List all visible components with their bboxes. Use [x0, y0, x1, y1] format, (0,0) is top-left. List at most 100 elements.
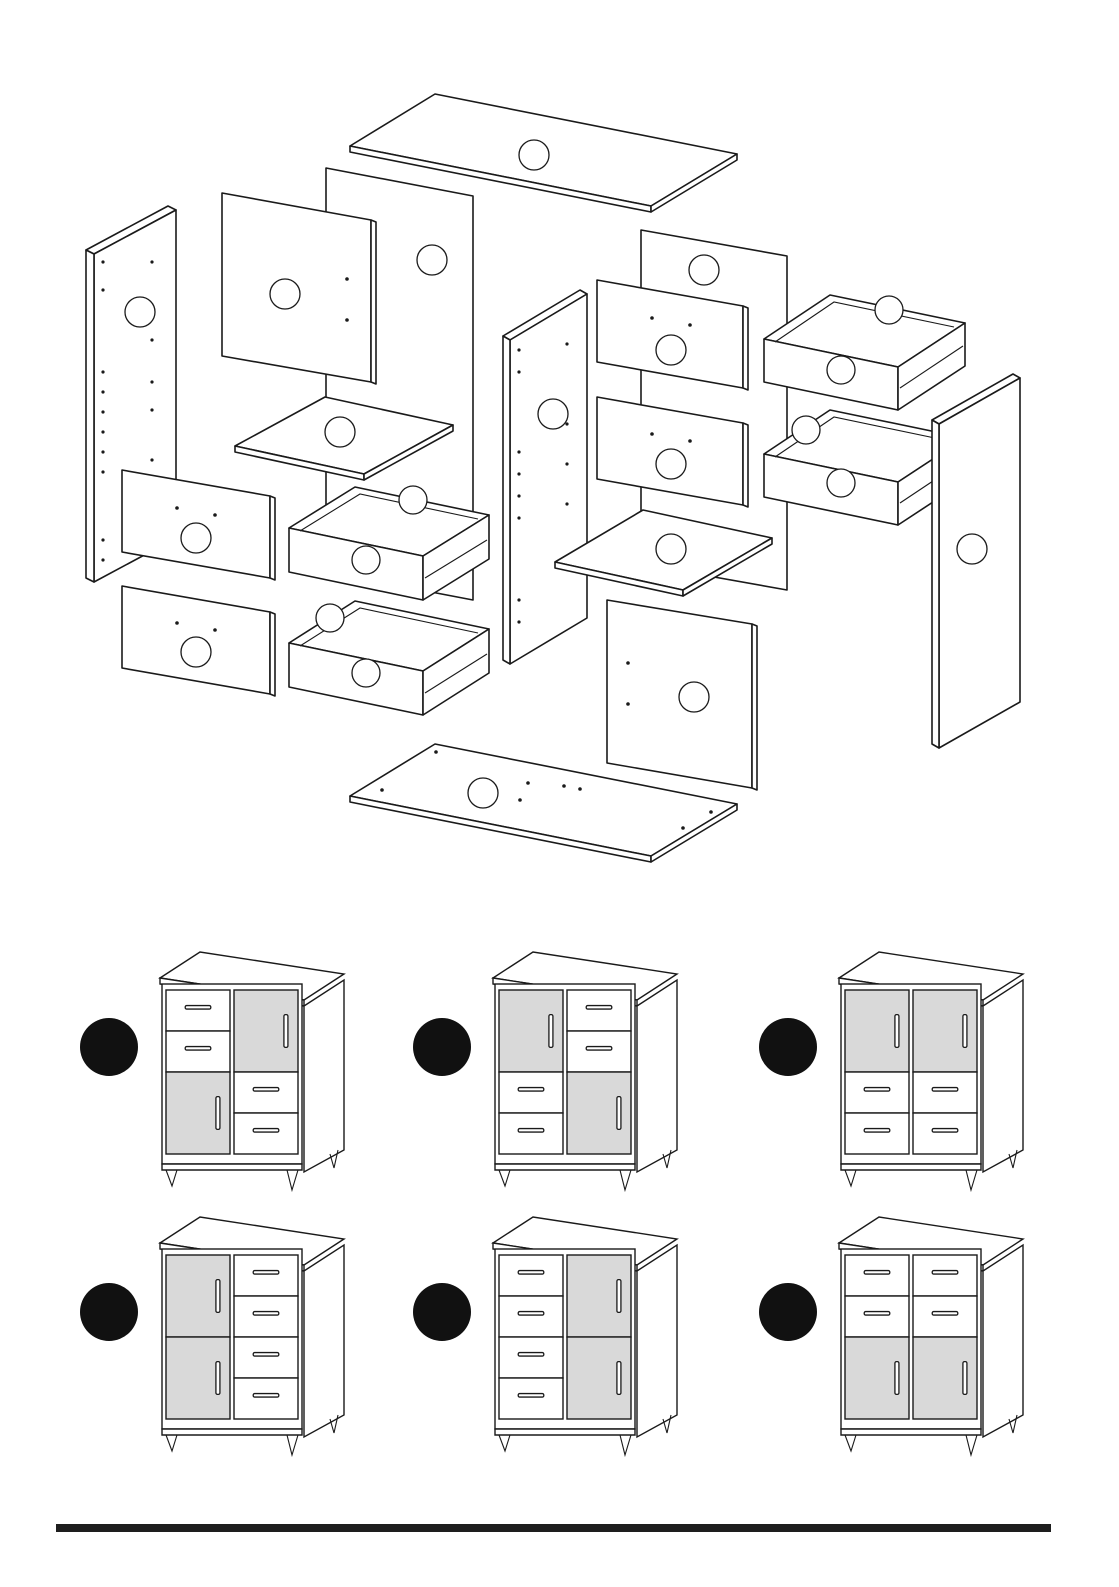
drawer-front	[234, 1255, 298, 1296]
drawer-handle	[932, 1312, 958, 1316]
drawer-front	[845, 1255, 909, 1296]
door-handle	[617, 1097, 621, 1130]
drawer-front	[499, 1255, 563, 1296]
part-number-circle	[316, 604, 344, 632]
part-number-circle	[125, 297, 155, 327]
variant-3	[759, 952, 1023, 1190]
drawer-front	[499, 1337, 563, 1378]
cabinet-icon	[160, 1217, 344, 1455]
drawer-front	[913, 1255, 977, 1296]
drawer-handle	[864, 1088, 890, 1092]
drawer-front-left-1	[122, 470, 275, 580]
drawer-handle	[253, 1129, 279, 1133]
part-number-circle	[656, 449, 686, 479]
drawer-handle	[253, 1088, 279, 1092]
part-number-circle	[679, 682, 709, 712]
drawer-front	[845, 1113, 909, 1154]
drawer-front	[166, 1031, 230, 1072]
door-handle	[617, 1280, 621, 1313]
drawer-front	[499, 1072, 563, 1113]
cabinet-icon	[839, 1217, 1023, 1455]
variant-badge	[413, 1018, 471, 1076]
part-number-circle	[875, 296, 903, 324]
part-number-circle	[181, 523, 211, 553]
drawer-handle	[586, 1006, 612, 1010]
door-handle	[617, 1362, 621, 1395]
door-lower-right	[607, 600, 757, 790]
part-number-circle	[417, 245, 447, 275]
variant-1	[80, 952, 344, 1190]
drawer-front-left-2	[122, 586, 275, 696]
variant-5	[413, 1217, 677, 1455]
drawer-handle	[185, 1047, 211, 1051]
part-number-circle	[827, 356, 855, 384]
door-handle	[216, 1097, 220, 1130]
part-number-circle	[519, 140, 549, 170]
part-number-circle	[792, 416, 820, 444]
variant-badge	[80, 1283, 138, 1341]
door-handle	[216, 1280, 220, 1313]
part-number-circle	[468, 778, 498, 808]
part-number-circle	[352, 659, 380, 687]
door-handle	[963, 1362, 967, 1395]
drawer-handle	[864, 1129, 890, 1133]
drawer-front	[499, 1296, 563, 1337]
door-handle	[216, 1362, 220, 1395]
drawer-front	[567, 990, 631, 1031]
drawer-handle	[518, 1271, 544, 1275]
variant-4	[80, 1217, 344, 1455]
door-handle	[895, 1362, 899, 1395]
cabinet-icon	[839, 952, 1023, 1190]
door-handle	[549, 1015, 553, 1048]
cabinet-icon	[160, 952, 344, 1190]
drawer-front	[499, 1378, 563, 1419]
center-divider-panel	[503, 290, 587, 664]
part-number-circle	[656, 534, 686, 564]
drawer-front	[913, 1296, 977, 1337]
drawer-handle	[932, 1271, 958, 1275]
door-handle	[284, 1015, 288, 1048]
drawer-front	[234, 1113, 298, 1154]
cabinet-icon	[493, 952, 677, 1190]
drawer-front	[845, 1296, 909, 1337]
drawer-handle	[253, 1394, 279, 1398]
part-number-circle	[656, 335, 686, 365]
cabinet-icon	[493, 1217, 677, 1455]
configuration-variants	[80, 952, 1023, 1455]
drawer-handle	[253, 1353, 279, 1357]
footer-rule	[56, 1524, 1051, 1532]
drawer-front	[499, 1113, 563, 1154]
door-handle	[963, 1015, 967, 1048]
part-number-circle	[325, 417, 355, 447]
drawer-handle	[586, 1047, 612, 1051]
drawer-handle	[518, 1353, 544, 1357]
part-number-circle	[270, 279, 300, 309]
part-number-circle	[538, 399, 568, 429]
variant-badge	[80, 1018, 138, 1076]
drawer-front	[234, 1337, 298, 1378]
drawer-front	[234, 1072, 298, 1113]
variant-badge	[413, 1283, 471, 1341]
drawer-front	[913, 1072, 977, 1113]
drawer-front	[166, 990, 230, 1031]
variant-badge	[759, 1283, 817, 1341]
drawer-front	[913, 1113, 977, 1154]
drawer-handle	[518, 1088, 544, 1092]
drawer-handle	[518, 1312, 544, 1316]
drawer-handle	[253, 1271, 279, 1275]
drawer-handle	[864, 1312, 890, 1316]
part-number-circle	[352, 546, 380, 574]
drawer-front	[234, 1296, 298, 1337]
drawer-handle	[932, 1088, 958, 1092]
drawer-front	[234, 1378, 298, 1419]
variant-badge	[759, 1018, 817, 1076]
drawer-handle	[518, 1129, 544, 1133]
door-upper-left	[222, 193, 376, 384]
drawer-handle	[253, 1312, 279, 1316]
part-number-circle	[399, 486, 427, 514]
variant-6	[759, 1217, 1023, 1455]
variant-2	[413, 952, 677, 1190]
part-number-circle	[689, 255, 719, 285]
part-number-circle	[181, 637, 211, 667]
drawer-front	[567, 1031, 631, 1072]
